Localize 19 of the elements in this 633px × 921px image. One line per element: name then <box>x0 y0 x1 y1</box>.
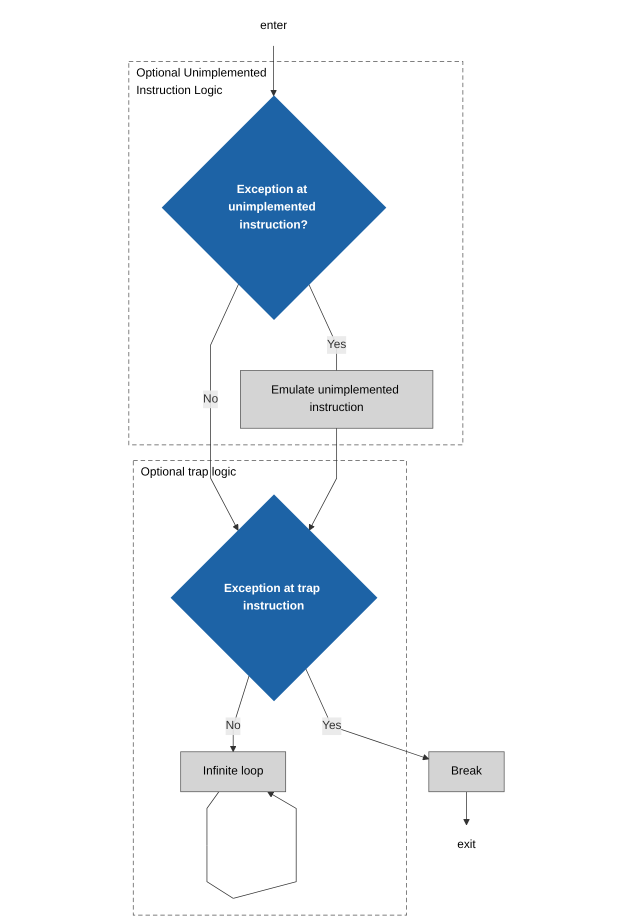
node-diamond: Exception at unimplemented instruction? <box>162 95 386 320</box>
arrow <box>463 791 470 826</box>
node-box: Emulate unimplemented instruction <box>240 370 434 429</box>
node-diamond: Exception at trap instruction <box>170 494 378 702</box>
edge-label: No <box>203 392 218 406</box>
node-text: exit <box>457 838 476 851</box>
arrow <box>270 46 277 96</box>
arrow <box>308 428 338 531</box>
edge-label: Yes <box>322 720 342 732</box>
arrow <box>206 791 297 899</box>
arrow <box>230 676 250 752</box>
node-box: Infinite loop <box>180 751 286 792</box>
node-box: Break <box>428 751 505 792</box>
node-text: enter <box>260 19 288 32</box>
edge-label: Yes <box>326 338 346 351</box>
connector <box>308 284 338 371</box>
arrow <box>305 668 430 760</box>
edge-label: No <box>226 720 241 732</box>
arrow <box>210 284 239 531</box>
